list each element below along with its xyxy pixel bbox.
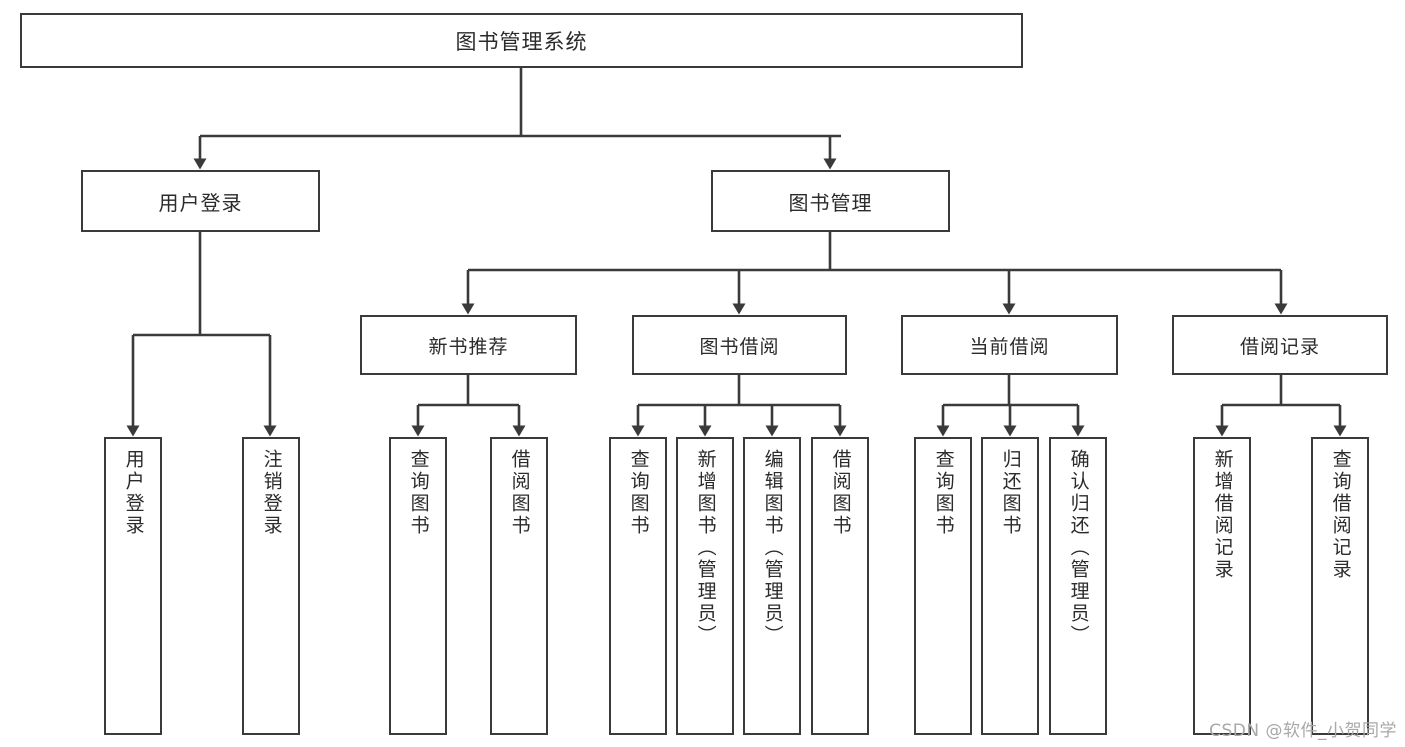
leaf-query-record[interactable]: 查询借阅记录 xyxy=(1311,437,1369,735)
leaf-user-login-label: 用户登录 xyxy=(122,449,145,537)
leaf-edit-book-label: 编辑图书（管理员） xyxy=(761,449,784,647)
leaf-user-login[interactable]: 用户登录 xyxy=(104,437,162,735)
leaf-query-book-borrow[interactable]: 查询图书 xyxy=(609,437,667,735)
leaf-query-book-cur-label: 查询图书 xyxy=(932,449,955,537)
leaf-query-book-cur[interactable]: 查询图书 xyxy=(914,437,972,735)
leaf-add-record-label: 新增借阅记录 xyxy=(1211,449,1234,581)
node-borrow-record[interactable]: 借阅记录 xyxy=(1172,315,1388,375)
leaf-borrow-book-label: 借阅图书 xyxy=(829,449,852,537)
leaf-add-book-label: 新增图书（管理员） xyxy=(694,449,717,647)
leaf-confirm-return[interactable]: 确认归还（管理员） xyxy=(1049,437,1107,735)
watermark: CSDN @软件_小贺同学 xyxy=(1209,721,1397,741)
leaf-borrow-book-rec-label: 借阅图书 xyxy=(508,449,531,537)
node-book-borrow-label: 图书借阅 xyxy=(699,335,780,358)
node-book-manage-label: 图书管理 xyxy=(788,190,873,215)
leaf-add-book[interactable]: 新增图书（管理员） xyxy=(676,437,734,735)
leaf-confirm-return-label: 确认归还（管理员） xyxy=(1067,449,1090,647)
leaf-user-logout[interactable]: 注销登录 xyxy=(242,437,300,735)
leaf-query-book-rec[interactable]: 查询图书 xyxy=(389,437,447,735)
node-new-book-recommend-label: 新书推荐 xyxy=(428,335,509,358)
leaf-return-book-label: 归还图书 xyxy=(999,449,1022,537)
leaf-query-book-borrow-label: 查询图书 xyxy=(627,449,650,537)
leaf-query-book-rec-label: 查询图书 xyxy=(407,449,430,537)
leaf-edit-book[interactable]: 编辑图书（管理员） xyxy=(743,437,801,735)
node-current-borrow[interactable]: 当前借阅 xyxy=(901,315,1118,375)
node-book-manage[interactable]: 图书管理 xyxy=(711,170,950,232)
leaf-return-book[interactable]: 归还图书 xyxy=(981,437,1039,735)
leaf-user-logout-label: 注销登录 xyxy=(260,449,283,537)
node-user-login-label: 用户登录 xyxy=(158,190,243,215)
node-borrow-record-label: 借阅记录 xyxy=(1239,335,1320,358)
leaf-query-record-label: 查询借阅记录 xyxy=(1329,449,1352,581)
leaf-borrow-book-rec[interactable]: 借阅图书 xyxy=(490,437,548,735)
node-book-borrow[interactable]: 图书借阅 xyxy=(632,315,847,375)
node-new-book-recommend[interactable]: 新书推荐 xyxy=(360,315,577,375)
node-root[interactable]: 图书管理系统 xyxy=(20,13,1023,68)
leaf-add-record[interactable]: 新增借阅记录 xyxy=(1193,437,1251,735)
node-user-login[interactable]: 用户登录 xyxy=(81,170,320,232)
leaf-borrow-book[interactable]: 借阅图书 xyxy=(811,437,869,735)
node-root-label: 图书管理系统 xyxy=(455,29,588,54)
node-current-borrow-label: 当前借阅 xyxy=(969,335,1050,358)
